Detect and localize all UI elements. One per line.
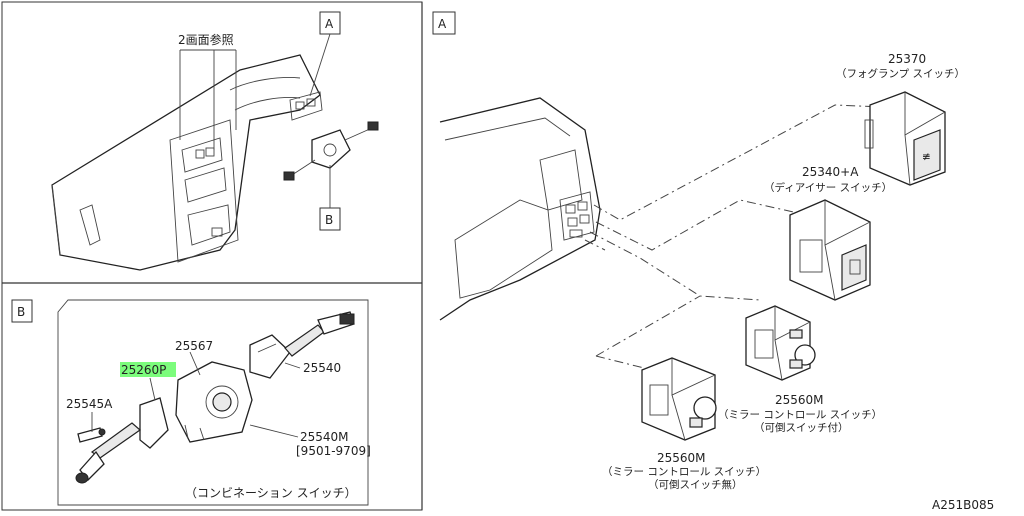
leader-mirror-l: [584, 239, 701, 371]
p25560l-note: （可倒スイッチ無）: [648, 478, 743, 491]
p25560l-no: 25560M: [657, 451, 706, 465]
leader-mirror-r: [589, 231, 761, 301]
p25540-no: 25540: [303, 361, 341, 375]
p25545-no: 25545A: [66, 397, 113, 411]
p25560r-no: 25560M: [775, 393, 824, 407]
p25370-name: （フォグランプ スイッチ）: [836, 67, 965, 80]
callout-a-top-label: A: [325, 17, 334, 31]
mirror-switch-right: [745, 305, 816, 381]
p25540m-date: [9501-9709]: [296, 444, 371, 458]
panel-a-label: A: [438, 17, 447, 31]
leader-fog: [593, 104, 906, 221]
mirror-switch-left: [641, 357, 717, 441]
callout-b-top: B: [319, 165, 341, 231]
p25567-no: 25567: [175, 339, 213, 353]
p25340-no: 25340+A: [802, 165, 859, 179]
callout-b-top-label: B: [325, 213, 333, 227]
panel-b: B: [11, 299, 369, 506]
callout-a-top: A: [309, 11, 341, 97]
p25260-highlight: 25260P: [120, 362, 176, 377]
p25340-name: （ディアイサー スイッチ）: [764, 181, 892, 194]
fog-symbol: ≢: [922, 151, 931, 163]
deicer-switch: [789, 199, 871, 301]
p25560r-note: （可倒スイッチ付）: [754, 421, 849, 434]
panel-a: A: [432, 11, 456, 35]
combination-switch-assembly: [75, 311, 355, 484]
combination-switch-thumbnail: [283, 121, 379, 181]
leader-deicer: [595, 199, 821, 251]
dash-center-cluster: [439, 97, 601, 321]
p25560l-name: （ミラー コントロール スイッチ）: [602, 466, 766, 478]
p25260-no: 25260P: [121, 363, 166, 377]
combination-switch-name: （コンビネーション スイッチ）: [185, 486, 357, 500]
p25370-no: 25370: [888, 52, 926, 66]
diagram-id: A251B085: [932, 498, 994, 512]
dashboard-overview: [51, 54, 323, 271]
see-page2-text: 2画面参照: [178, 32, 234, 47]
see-page2-callout: 2画面参照: [178, 32, 237, 150]
p25540m-no: 25540M: [300, 430, 349, 444]
panel-b-label: B: [17, 305, 25, 319]
fog-lamp-switch: ≢: [864, 91, 946, 186]
p25560r-name: （ミラー コントロール スイッチ）: [718, 409, 882, 421]
